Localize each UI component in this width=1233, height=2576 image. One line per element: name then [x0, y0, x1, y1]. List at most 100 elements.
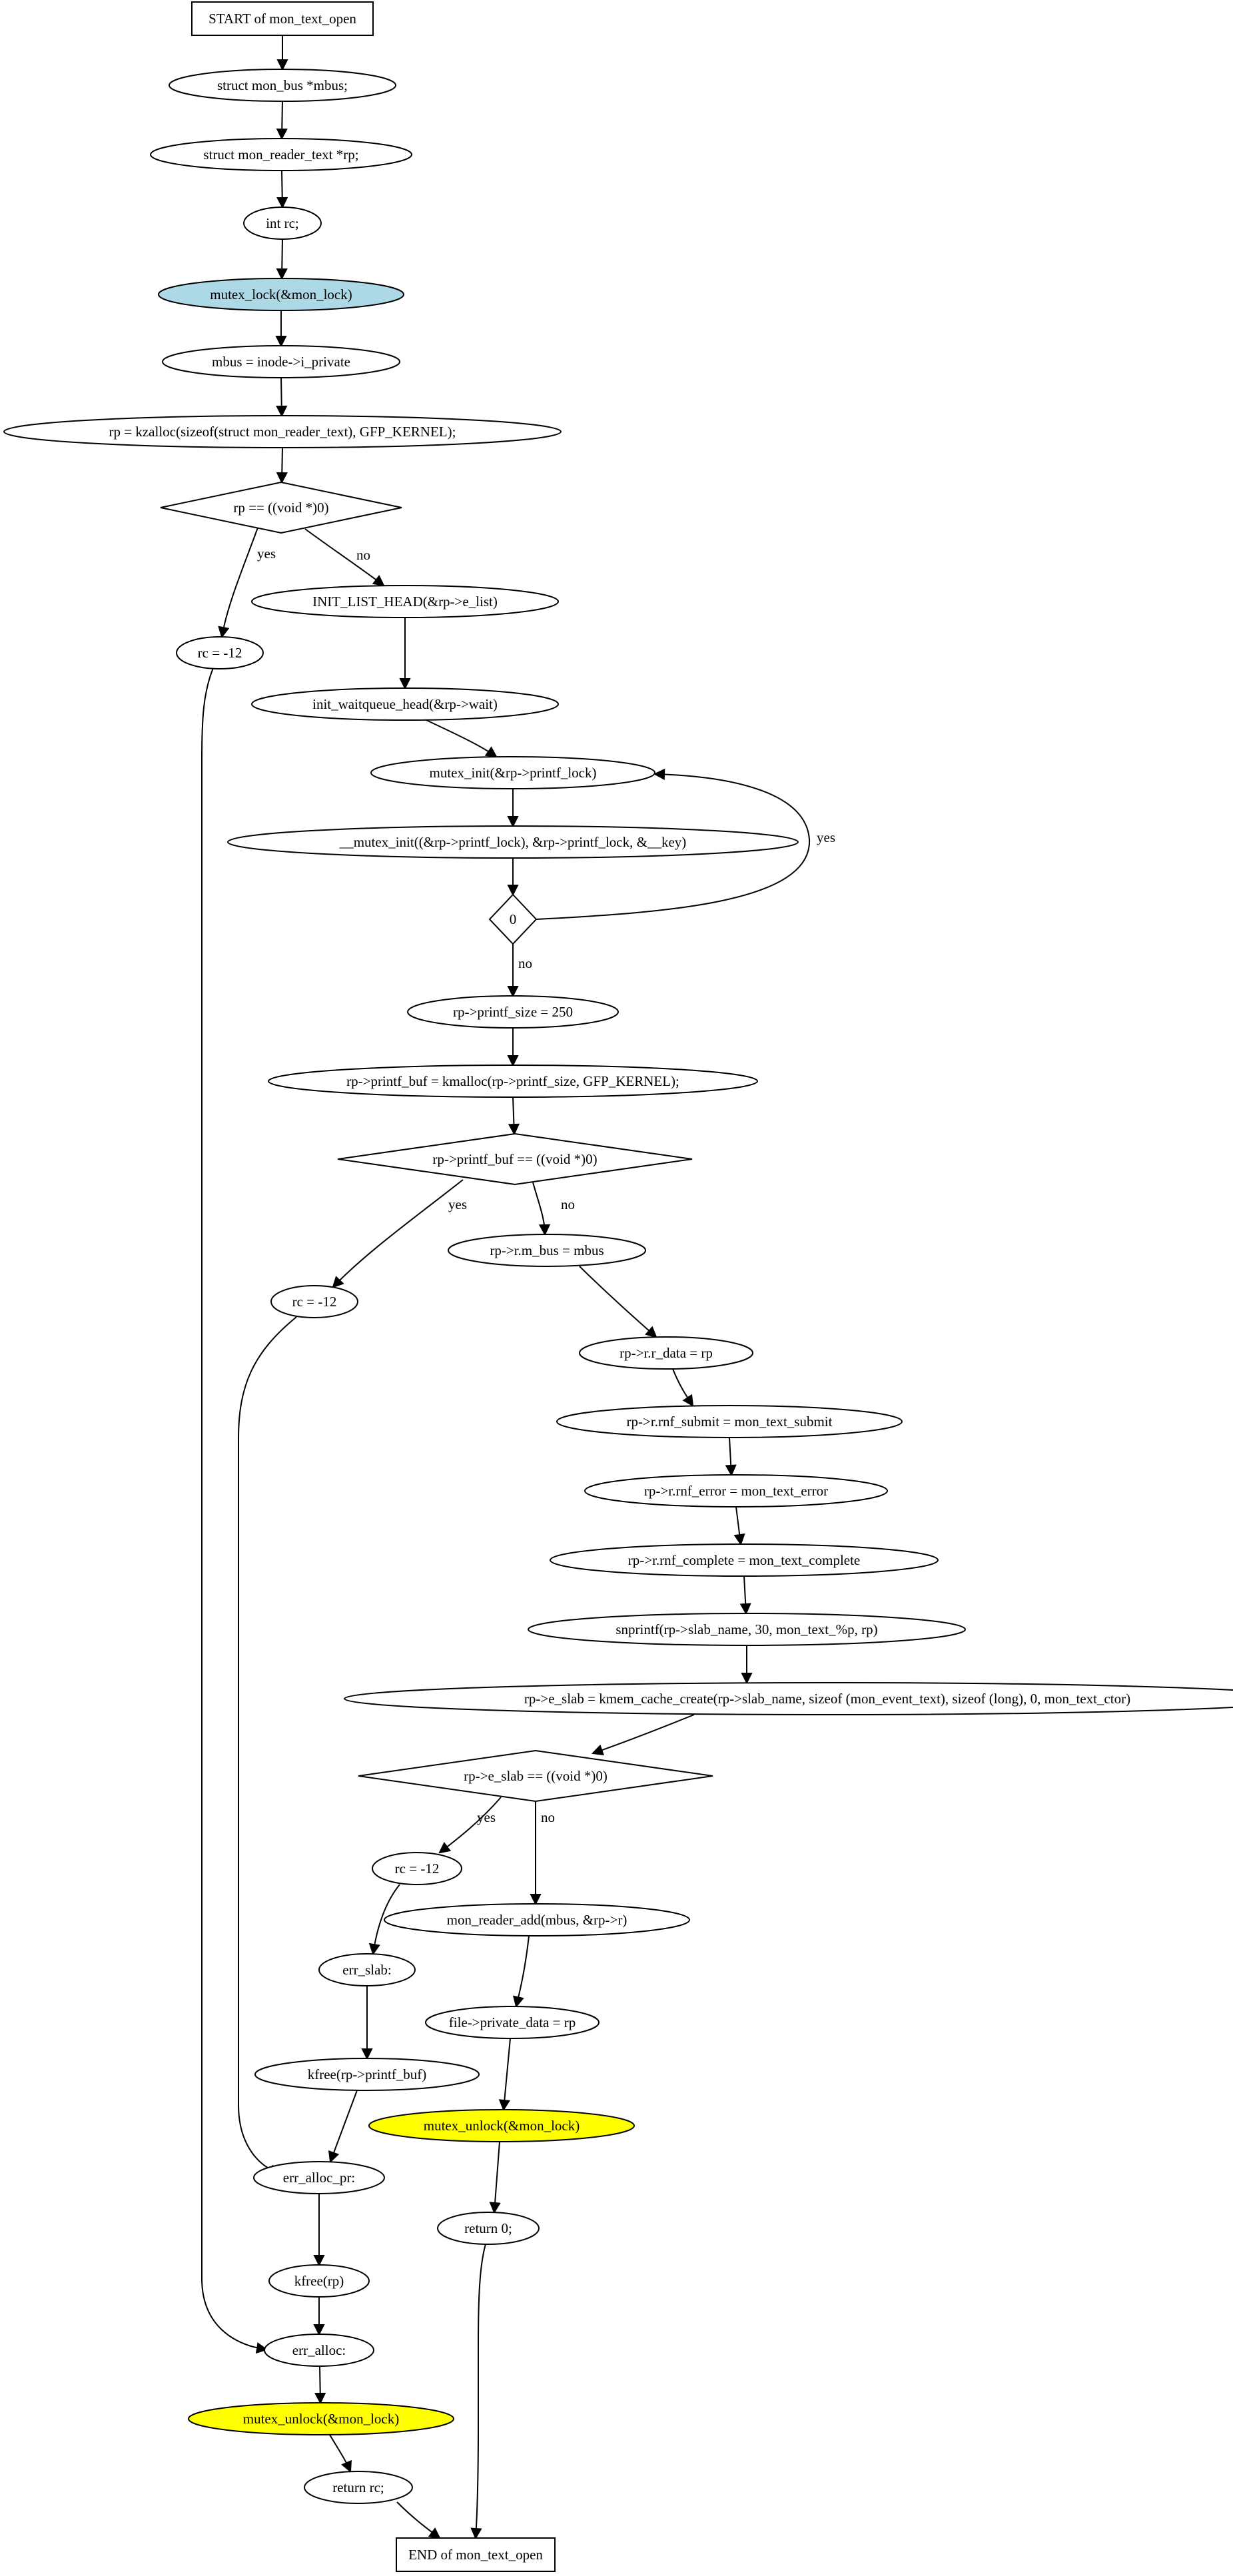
- edge-n20-to-n21: [741, 1645, 753, 1685]
- arrowhead: [682, 1394, 694, 1407]
- node-ellipse: [227, 825, 799, 859]
- node-n19: rp->r.rnf_complete = mon_text_complete: [550, 1543, 939, 1577]
- node-n12: rp->printf_size = 250: [407, 995, 619, 1029]
- node-box: [396, 2537, 556, 2572]
- edge-n11-to-d2: [507, 858, 519, 897]
- arrowhead: [276, 405, 288, 418]
- node-label: err_alloc:: [292, 2342, 346, 2358]
- edge-line: [304, 528, 384, 586]
- arrowhead: [530, 1894, 542, 1906]
- arrowhead: [507, 1055, 519, 1067]
- arrowhead: [741, 1673, 753, 1685]
- node-n7: INIT_LIST_HEAD(&rp->e_list): [251, 585, 559, 618]
- arrowhead: [428, 2527, 441, 2539]
- node-ellipse: [372, 1852, 462, 1885]
- node-n3: int rc;: [243, 207, 322, 240]
- edge-n17-to-n18: [725, 1437, 737, 1477]
- edge-label-yes: yes: [477, 1809, 496, 1825]
- arrowhead: [276, 268, 288, 280]
- edge-n2-to-n3: [276, 170, 288, 209]
- edge-n22-to-n24: [368, 1884, 400, 1956]
- node-ellipse: [251, 585, 559, 618]
- edge-d1-to-n7: no: [304, 528, 385, 587]
- arrowhead: [507, 986, 519, 998]
- node-n4: mutex_lock(&mon_lock): [158, 278, 404, 311]
- node-n30: kfree(rp): [268, 2264, 370, 2298]
- edge-label-no: no: [541, 1809, 555, 1825]
- edge-n14-to-n16: [579, 1266, 657, 1338]
- edge-d4-to-n22: yes: [438, 1797, 502, 1854]
- node-n32: mutex_unlock(&mon_lock): [188, 2402, 454, 2435]
- node-label: rp->printf_buf = kmalloc(rp->printf_size…: [346, 1073, 679, 1089]
- edge-n10-to-n11: [507, 789, 519, 828]
- node-ellipse: [407, 995, 619, 1029]
- edge-n31-to-n32: [314, 2365, 326, 2405]
- node-label: rp = kzalloc(sizeof(struct mon_reader_te…: [109, 424, 456, 440]
- node-n6: rp = kzalloc(sizeof(struct mon_reader_te…: [3, 415, 562, 448]
- node-d3: rp->printf_buf == ((void *)0): [337, 1132, 693, 1186]
- node-n2: struct mon_reader_text *rp;: [150, 138, 412, 171]
- node-ellipse: [384, 1903, 690, 1936]
- edge-line: [221, 527, 258, 638]
- node-n28: err_alloc_pr:: [253, 2161, 385, 2194]
- node-ellipse: [425, 2006, 600, 2039]
- edge-line: [592, 1714, 695, 1754]
- node-d1: rp == ((void *)0): [160, 481, 402, 534]
- node-label: snprintf(rp->slab_name, 30, mon_text_%p,…: [616, 1621, 877, 1637]
- node-ellipse: [3, 415, 562, 448]
- node-n21: rp->e_slab = kmem_cache_create(rp->slab_…: [344, 1682, 1233, 1715]
- edge-d2-to-n12: no: [507, 944, 532, 998]
- node-label: rp->r.rnf_complete = mon_text_complete: [628, 1552, 861, 1568]
- edge-line: [503, 2038, 511, 2110]
- edge-n5-to-n6: [276, 377, 288, 418]
- node-ellipse: [448, 1234, 646, 1267]
- node-label: rp->r.rnf_submit = mon_text_submit: [627, 1414, 833, 1430]
- edge-line: [332, 1179, 464, 1288]
- node-label: 0: [510, 911, 517, 927]
- node-label: mutex_unlock(&mon_lock): [243, 2411, 399, 2427]
- arrowhead: [276, 197, 288, 209]
- arrowhead: [489, 2202, 501, 2214]
- node-ellipse: [370, 756, 655, 789]
- node-label: mbus = inode->i_private: [212, 354, 350, 370]
- node-ellipse: [344, 1682, 1233, 1715]
- node-ellipse: [550, 1543, 939, 1577]
- decision-diamond: [488, 893, 538, 945]
- edge-n21-to-d4: [591, 1714, 695, 1756]
- edge-d4-to-n23: no: [530, 1802, 555, 1906]
- node-ellipse: [251, 687, 559, 721]
- node-label: return 0;: [464, 2220, 512, 2236]
- node-ellipse: [528, 1613, 966, 1646]
- node-label: err_alloc_pr:: [283, 2170, 355, 2186]
- node-label: err_slab:: [342, 1962, 391, 1978]
- node-label: rp == ((void *)0): [233, 500, 328, 516]
- arrowhead: [538, 1224, 551, 1236]
- node-n8: rc = -12: [176, 636, 264, 669]
- node-label: return rc;: [332, 2479, 384, 2495]
- node-label: rp->e_slab = kmem_cache_create(rp->slab_…: [524, 1691, 1130, 1707]
- node-ellipse: [584, 1474, 888, 1507]
- edge-label-yes: yes: [257, 546, 276, 562]
- node-ellipse: [162, 345, 400, 378]
- node-n18: rp->r.rnf_error = mon_text_error: [584, 1474, 888, 1507]
- node-label: rp->e_slab == ((void *)0): [464, 1768, 608, 1784]
- node-ellipse: [304, 2471, 413, 2504]
- arrowhead: [507, 816, 519, 828]
- arrowhead: [332, 1276, 344, 1288]
- edge-n15-to-n28: [238, 1316, 297, 2176]
- edge-label-yes: yes: [817, 829, 835, 845]
- edge-n6-to-d1: [276, 447, 288, 484]
- edge-n27-to-n29: [489, 2141, 501, 2214]
- edge-n32-to-n33: [329, 2434, 352, 2473]
- node-ellipse: [556, 1405, 903, 1438]
- node-label: rp->r.rnf_error = mon_text_error: [644, 1483, 828, 1499]
- arrowhead: [275, 336, 287, 348]
- node-n9: init_waitqueue_head(&rp->wait): [251, 687, 559, 721]
- edge-n16-to-n17: [672, 1368, 694, 1407]
- node-label: mutex_init(&rp->printf_lock): [430, 765, 597, 781]
- node-label: file->private_data = rp: [449, 2014, 576, 2030]
- node-n29: return 0;: [437, 2212, 540, 2245]
- edge-d3-to-n15: yes: [332, 1179, 467, 1288]
- edge-start-to-n1: [276, 35, 288, 71]
